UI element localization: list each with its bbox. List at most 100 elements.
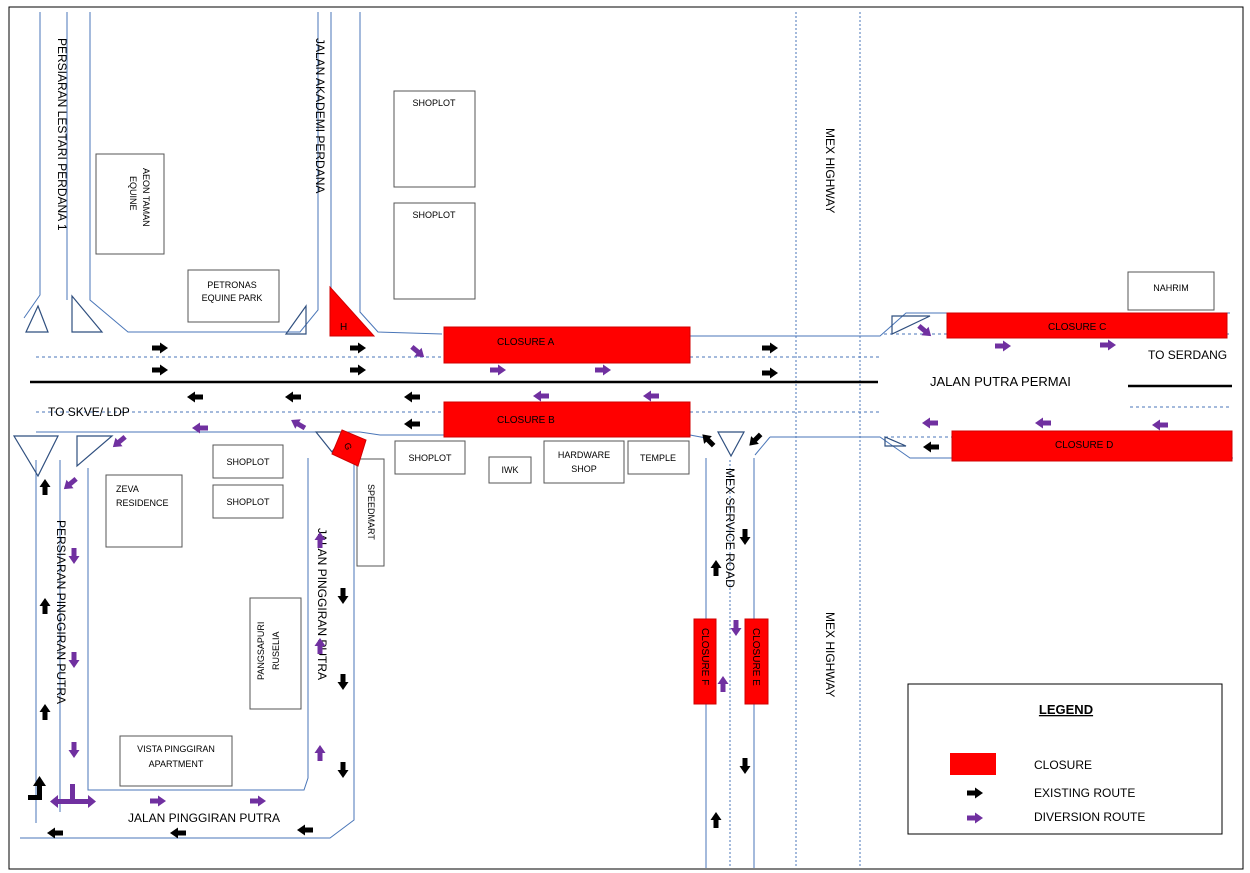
existing-route-arrow <box>350 364 366 376</box>
closure-f-block <box>693 618 717 705</box>
diversion-route-arrow <box>490 364 506 376</box>
existing-route-arrow <box>337 762 349 778</box>
jalan-pinggiran-bottom-label: JALAN PINGGIRAN PUTRA <box>128 811 280 825</box>
legend-closure-label: CLOSURE <box>1034 758 1092 772</box>
existing-route-arrow <box>739 758 751 774</box>
legend-title: LEGEND <box>1039 702 1093 717</box>
closure-f-label: CLOSURE F <box>699 628 710 685</box>
diversion-route-arrow <box>995 340 1011 352</box>
closure-e-label: CLOSURE E <box>750 628 761 686</box>
existing-route-arrow <box>698 430 718 450</box>
existing-route-arrow <box>923 441 939 453</box>
diversion-route-arrow <box>288 415 308 433</box>
existing-route-arrows <box>28 342 939 839</box>
closure-h-marker: H <box>340 322 347 333</box>
closure-g-marker: G <box>342 442 354 452</box>
vista-label-2: APARTMENT <box>149 759 204 769</box>
existing-route-arrow <box>39 479 51 495</box>
diversion-route-arrow <box>68 742 80 758</box>
closure-a-block <box>443 326 691 364</box>
closures <box>329 285 1233 705</box>
persiaran-pinggiran-label: PERSIARAN PINGGIRAN PUTRA <box>54 520 68 704</box>
pangsapuri-label-2: RUSELIA <box>271 631 281 670</box>
closure-b-block <box>443 401 691 438</box>
existing-route-arrow <box>350 342 366 354</box>
to-serdang-label: TO SERDANG <box>1148 348 1227 362</box>
temple-label: TEMPLE <box>640 453 676 463</box>
mex-highway-label: MEX HIGHWAY <box>823 612 837 697</box>
to-skve-label: TO SKVE/ LDP <box>48 405 130 419</box>
persiaran-lestari-label: PERSIARAN LESTARI PERDANA 1 <box>55 38 69 231</box>
existing-route-arrow <box>297 824 313 836</box>
jalan-akademi-label: JALAN AKADEMI PERDANA <box>313 38 327 193</box>
buildings <box>95 90 1215 787</box>
diversion-route-arrow <box>717 676 729 692</box>
aeon-label-1: AEON TAMAN <box>141 168 151 227</box>
traffic-islands <box>12 294 931 478</box>
existing-route-arrow <box>39 598 51 614</box>
vista-label-1: VISTA PINGGIRAN <box>137 744 215 754</box>
closure-b-label: CLOSURE B <box>497 415 555 426</box>
existing-route-arrow <box>404 418 420 430</box>
mex-highway-label: MEX HIGHWAY <box>823 128 837 213</box>
aeon-label-2: EQUINE <box>128 176 138 211</box>
diversion-route-arrow <box>150 795 166 807</box>
existing-route-arrow <box>285 391 301 403</box>
shoplot-label: SHOPLOT <box>412 98 456 108</box>
existing-route-arrow <box>152 364 168 376</box>
diversion-route-arrows <box>50 321 1168 808</box>
map-frame <box>8 6 1244 870</box>
existing-route-arrow <box>187 391 203 403</box>
legend: LEGEND CLOSURE EXISTING ROUTE DIVERSION … <box>907 683 1223 835</box>
existing-route-arrow <box>762 367 778 379</box>
existing-route-arrow <box>337 588 349 604</box>
closure-c-block <box>946 312 1228 339</box>
diversion-route-arrow <box>408 342 428 362</box>
legend-existing-label: EXISTING ROUTE <box>1034 786 1135 800</box>
jalan-putra-permai-label: JALAN PUTRA PERMAI <box>930 374 1071 389</box>
legend-closure-swatch <box>950 753 996 775</box>
hardware-label-1: HARDWARE <box>558 450 610 460</box>
shoplot-label: SHOPLOT <box>412 210 456 220</box>
diversion-route-arrow <box>68 652 80 668</box>
closure-g-square <box>331 429 367 467</box>
diversion-route-arrow <box>922 417 938 429</box>
existing-route-arrow <box>710 560 722 576</box>
diversion-route-arrow <box>1100 339 1116 351</box>
existing-route-arrow <box>337 674 349 690</box>
mex-service-road-label: MEX SERVICE ROAD <box>723 468 737 588</box>
closure-labels: CLOSURE A CLOSURE B CLOSURE C CLOSURE D … <box>340 322 1113 686</box>
zeva-label-1: ZEVA <box>116 484 139 494</box>
existing-route-arrow <box>39 704 51 720</box>
existing-route-arrow <box>762 342 778 354</box>
diversion-route-arrow <box>643 390 659 402</box>
nahrim-label: NAHRIM <box>1153 283 1189 293</box>
building-labels: SHOPLOT SHOPLOT AEON TAMAN EQUINE PETRON… <box>116 98 1189 769</box>
road-labels: PERSIARAN LESTARI PERDANA 1 JALAN AKADEM… <box>48 38 1227 825</box>
diversion-route-arrow <box>60 474 80 494</box>
pangsapuri-label-1: PANGSAPURI <box>256 622 266 680</box>
diversion-route-arrow <box>250 795 266 807</box>
speedmart-label: SPEEDMART <box>366 484 376 540</box>
legend-diversion-label: DIVERSION ROUTE <box>1034 810 1145 824</box>
closure-c-label: CLOSURE C <box>1048 322 1106 333</box>
existing-route-arrow <box>170 827 186 839</box>
diversion-route-arrow <box>533 390 549 402</box>
closure-d-block <box>951 430 1233 462</box>
iwk-label: IWK <box>502 465 519 475</box>
shoplot-label: SHOPLOT <box>226 457 270 467</box>
closure-a-label: CLOSURE A <box>497 337 555 348</box>
existing-route-arrow <box>47 827 63 839</box>
diversion-route-arrow <box>915 321 935 341</box>
closure-e-block <box>744 618 769 705</box>
existing-route-arrow <box>152 342 168 354</box>
petronas-label-1: PETRONAS <box>207 280 257 290</box>
shoplot-label: SHOPLOT <box>408 453 452 463</box>
closure-d-label: CLOSURE D <box>1055 440 1113 451</box>
petronas-label-2: EQUINE PARK <box>202 293 263 303</box>
existing-route-arrow <box>404 391 420 403</box>
jalan-pinggiran-vertical-label: JALAN PINGGIRAN PUTRA <box>315 528 329 680</box>
diversion-route-arrow <box>730 620 742 636</box>
zeva-label-2: RESIDENCE <box>116 498 169 508</box>
